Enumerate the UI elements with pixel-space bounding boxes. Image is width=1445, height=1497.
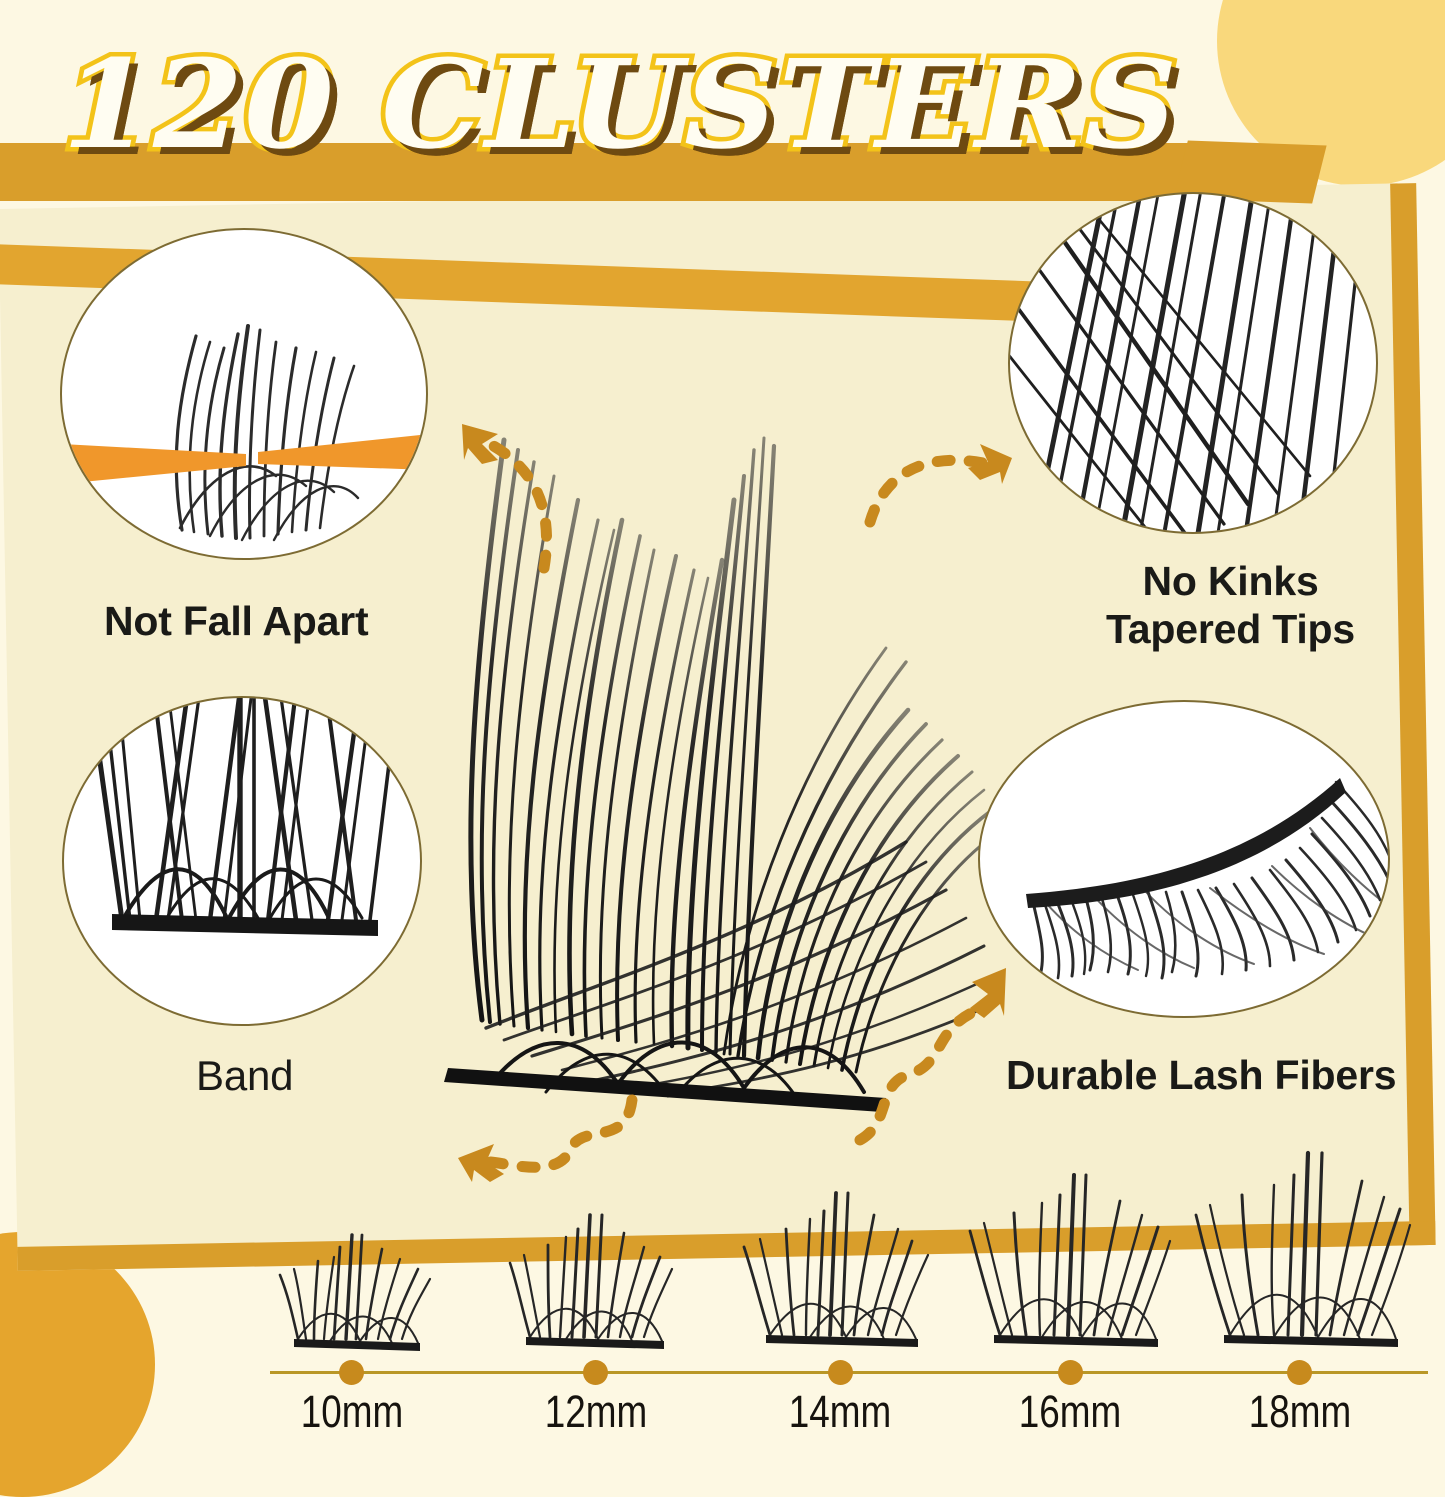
arrow-to-band: [458, 1094, 638, 1182]
full-lash-strip-icon: [1026, 778, 1388, 980]
size-sample-12mm: [508, 1213, 674, 1349]
lash-fibers-center-fan: [567, 436, 777, 1059]
size-scale-dot-14mm: [828, 1360, 853, 1385]
arrowhead: [970, 968, 1006, 1018]
band-strip: [112, 914, 378, 936]
lash-fibers-left-fan: [468, 437, 616, 1034]
straight-lash-fibers-icon: [1010, 194, 1367, 532]
size-scale-dot-12mm: [583, 1360, 608, 1385]
tweezer-left-tip: [62, 444, 246, 484]
size-sample-16mm: [968, 1173, 1172, 1347]
size-scale-label-10mm: 10mm: [300, 1386, 404, 1437]
size-sample-10mm: [278, 1233, 432, 1351]
main-product-lash-cluster: [444, 436, 1000, 1112]
size-scale-label-18mm: 18mm: [1248, 1386, 1352, 1437]
lash-band-base: [444, 1068, 886, 1112]
tweezer-right-tip: [258, 434, 426, 470]
feature-label-band: Band: [196, 1052, 294, 1099]
size-sample-18mm: [1194, 1150, 1412, 1347]
inset-durable-lash-fibers: [978, 700, 1390, 1018]
feature-label-not-fall-apart: Not Fall Apart: [104, 598, 369, 644]
page-title: 120 CLUSTERS: [57, 30, 1182, 179]
size-scale-label-14mm: 14mm: [788, 1386, 892, 1437]
arrowhead: [462, 424, 498, 464]
arrowhead: [968, 444, 1012, 484]
tweezer-pinching-lash-cluster-icon: [62, 324, 426, 542]
size-scale-label-16mm: 16mm: [1018, 1386, 1122, 1437]
size-scale-label-12mm: 12mm: [544, 1386, 648, 1437]
decorative-circle-bottom-left: [0, 1232, 155, 1497]
inset-no-kinks-tapered-tips: [1008, 192, 1378, 534]
arrow-to-durable-fibers: [854, 968, 1006, 1146]
lash-strip-band: [1026, 778, 1346, 908]
arrowhead: [458, 1144, 504, 1182]
arrow-to-not-fall-apart: [462, 424, 553, 574]
size-scale-dot-10mm: [339, 1360, 364, 1385]
arrow-to-no-kinks: [864, 444, 1012, 528]
inset-not-fall-apart: [60, 228, 428, 560]
page-title-text: 120 CLUSTERS: [57, 30, 1182, 179]
size-scale-dot-16mm: [1058, 1360, 1083, 1385]
lash-fibers-crossing-strands: [484, 840, 1000, 1096]
inset-band: [62, 696, 422, 1026]
panel-right-border: [1390, 183, 1436, 1246]
feature-label-durable-lash-fibers: Durable Lash Fibers: [1006, 1052, 1397, 1098]
lash-band-base-icon: [88, 698, 399, 936]
size-scale-dot-18mm: [1287, 1360, 1312, 1385]
feature-label-no-kinks: No Kinks Tapered Tips: [1106, 558, 1355, 652]
size-sample-14mm: [742, 1191, 930, 1347]
lash-fibers-right-fan: [722, 646, 1000, 1074]
